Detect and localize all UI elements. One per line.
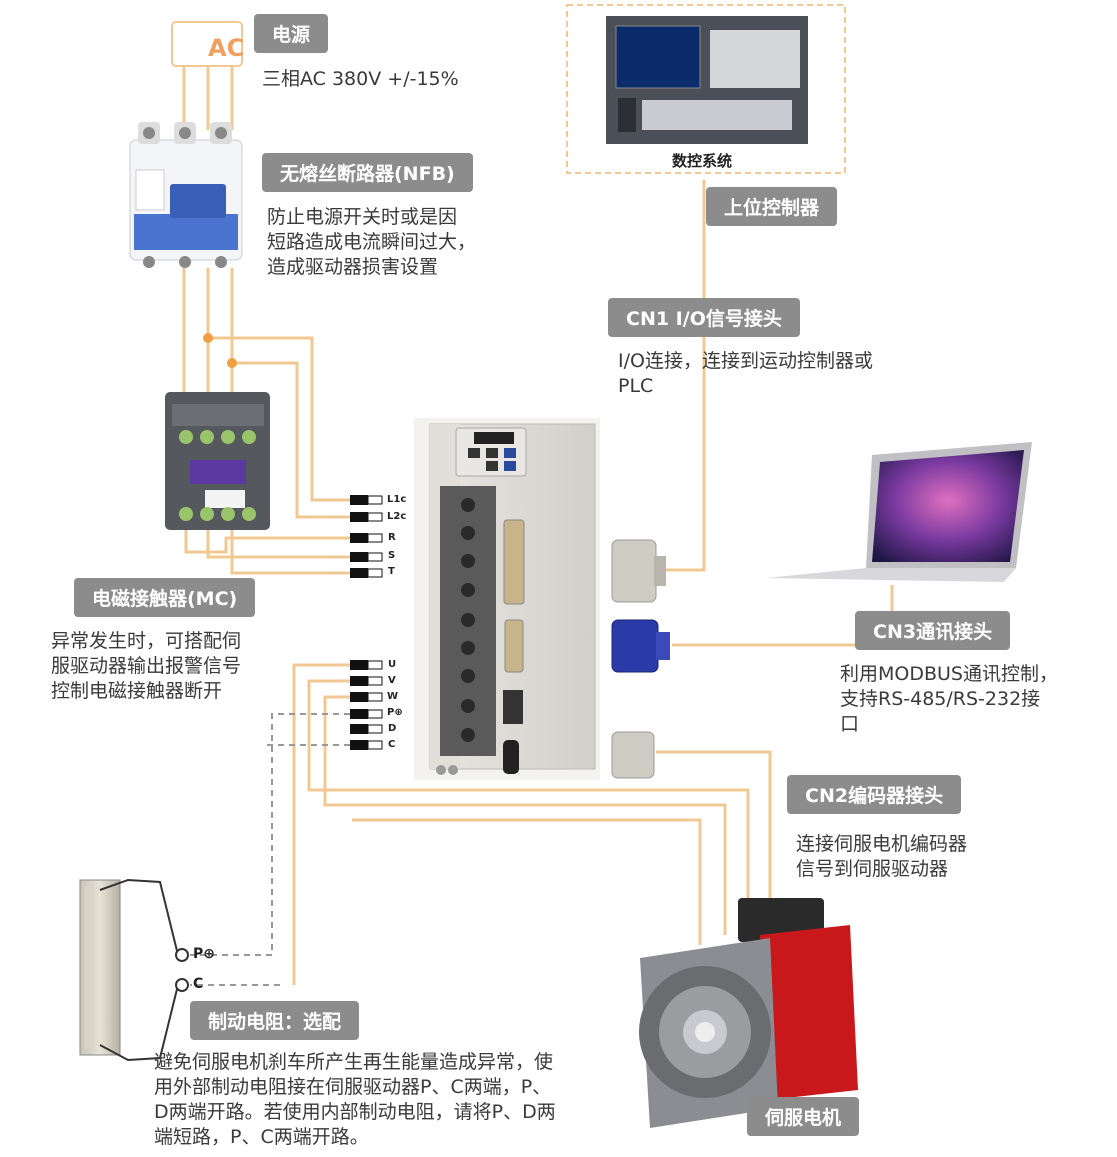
terminal-r: R	[388, 532, 396, 543]
terminal-l2c: L2c	[387, 511, 407, 522]
mc-description: 异常发生时，可搭配伺 服驱动器输出报警信号 控制电磁接触器断开	[51, 629, 241, 704]
cn2-description-line: 连接伺服电机编码器	[796, 833, 968, 855]
cn3-description-line: 利用MODBUS通讯控制，	[840, 663, 1058, 685]
power-description: 三相AC 380V +/-15%	[262, 68, 459, 90]
junction-dot	[203, 333, 213, 343]
terminal-d: D	[388, 723, 397, 734]
cn1-description-line: PLC	[618, 375, 654, 397]
terminal-u: U	[388, 659, 397, 670]
cn3-description-line: 口	[840, 713, 860, 735]
cn2-connector-image	[611, 731, 655, 779]
nfb-description-line: 防止电源开关时或是因	[267, 206, 458, 228]
cn2-description: 连接伺服电机编码器 信号到伺服驱动器	[796, 832, 967, 882]
junction-dot	[227, 358, 237, 368]
laptop-image	[766, 442, 1032, 582]
cn1-label: CN1 I/O信号接头	[608, 298, 800, 337]
brake-wires	[190, 713, 350, 986]
resistor-description-line: 避免伺服电机刹车所产生再生能量造成异常，使	[154, 1051, 554, 1073]
cn1-connector-image	[611, 539, 666, 603]
power-label: 电源	[254, 14, 329, 53]
terminal-v: V	[388, 675, 396, 686]
mc-label: 电磁接触器(MC)	[74, 578, 256, 617]
resistor-description-line: D两端开路。若使用内部制动电阻，请将P、D两	[154, 1101, 556, 1123]
resistor-description-line: 端短路，P、C两端开路。	[154, 1126, 369, 1148]
cn1-description-line: I/O连接，连接到运动控制器或	[618, 350, 873, 372]
resistor-terminal-p: P⊕	[193, 946, 215, 962]
servo-drive-image	[414, 418, 600, 780]
controller-label: 上位控制器	[706, 187, 838, 226]
mc-description-line: 服驱动器输出报警信号	[51, 655, 242, 677]
terminal-c: C	[388, 739, 396, 750]
terminal-s: S	[388, 550, 396, 561]
cn1-description: I/O连接，连接到运动控制器或 PLC	[618, 349, 873, 399]
motor-wires	[292, 663, 750, 985]
terminal-t: T	[388, 566, 395, 577]
resistor-description-line: 用外部制动电阻接在伺服驱动器P、C两端，P、	[154, 1076, 552, 1098]
braking-resistor-image	[79, 878, 189, 1062]
terminal-l1c: L1c	[387, 494, 407, 505]
power-wires	[182, 66, 350, 575]
ac-source	[171, 21, 243, 67]
nfb-description-line: 短路造成电流瞬间过大，	[267, 231, 477, 253]
cn3-description-line: 支持RS-485/RS-232接	[840, 688, 1041, 710]
resistor-description: 避免伺服电机刹车所产生再生能量造成异常，使 用外部制动电阻接在伺服驱动器P、C两…	[154, 1050, 556, 1150]
nfb-breaker-image	[129, 122, 243, 268]
cnc-caption: 数控系统	[672, 152, 733, 170]
terminal-w: W	[387, 691, 399, 702]
terminal-plugs	[350, 495, 383, 750]
resistor-label: 制动电阻：选配	[190, 1001, 360, 1040]
cn2-label: CN2编码器接头	[787, 775, 962, 814]
nfb-label: 无熔丝断路器(NFB)	[262, 153, 473, 192]
cn3-description: 利用MODBUS通讯控制， 支持RS-485/RS-232接 口	[840, 662, 1058, 737]
cnc-system-image	[566, 4, 846, 174]
cn3-label: CN3通讯接头	[855, 611, 1011, 650]
servo-motor-image	[639, 898, 858, 1128]
nfb-description: 防止电源开关时或是因 短路造成电流瞬间过大， 造成驱动器损害设置	[267, 205, 476, 280]
ac-badge: AC	[208, 34, 245, 62]
contactor-image	[165, 392, 270, 530]
mc-description-line: 异常发生时，可搭配伺	[51, 630, 242, 652]
resistor-terminal-c: C	[193, 976, 204, 992]
motor-label: 伺服电机	[747, 1097, 860, 1136]
nfb-description-line: 造成驱动器损害设置	[267, 256, 439, 278]
cn2-description-line: 信号到伺服驱动器	[796, 858, 949, 880]
cn3-connector-image	[611, 619, 670, 673]
mc-description-line: 控制电磁接触器断开	[51, 680, 223, 702]
terminal-p: P⊕	[387, 707, 403, 718]
